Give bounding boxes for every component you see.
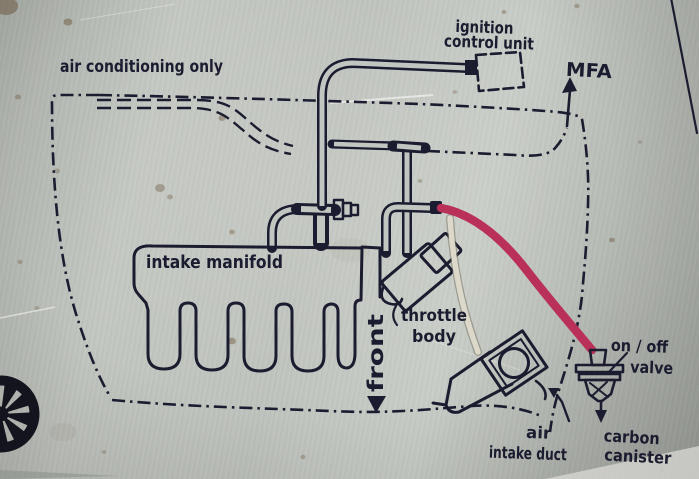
plate-bottom-edge-highlight — [545, 446, 699, 479]
plate-bottom-left-shadow — [0, 470, 120, 479]
intake-manifold-outline — [132, 244, 364, 373]
sensor-nut — [332, 198, 360, 221]
throttle-pointer — [392, 304, 399, 327]
icu-label-line1: ignition — [455, 17, 514, 38]
mfa-up-arrow — [562, 77, 577, 93]
valve-pointer-line — [606, 351, 629, 375]
ac-only-label: air conditioning only — [60, 57, 223, 76]
icu-hose — [317, 58, 472, 211]
wheel-icon — [0, 375, 40, 453]
throttle-label-line2: body — [412, 327, 456, 346]
canister-label-line2: canister — [604, 445, 673, 468]
valve-label-line1: on / off — [611, 336, 669, 357]
air-intake-duct-outline — [431, 329, 549, 414]
air-duct-label-line1: air — [526, 423, 553, 443]
canister-label-line1: carbon — [603, 426, 660, 448]
duct-circle — [498, 347, 530, 379]
ac-hose-dashed — [97, 98, 294, 156]
canister-down-arrow — [595, 399, 607, 423]
icu-label-line2: control unit — [444, 31, 535, 53]
valve-flange-top — [574, 363, 625, 374]
ignition-control-unit-box — [474, 50, 526, 93]
valve-label-line2: valve — [630, 357, 674, 377]
air-duct-label-line2: intake duct — [489, 443, 568, 465]
onoff-valve — [574, 348, 625, 403]
duct-left-arrow — [548, 388, 571, 423]
duct-funnel — [431, 350, 547, 414]
mfa-line — [426, 77, 577, 157]
front-down-arrow — [367, 396, 386, 413]
drain-hose-white — [447, 215, 481, 355]
throttle-label-line1: throttle — [401, 306, 467, 325]
front-label: front — [364, 314, 388, 392]
purge-hose-pink — [436, 203, 597, 355]
mfa-label: MFA — [565, 59, 612, 83]
intake-manifold-label: intake manifold — [146, 253, 283, 273]
throttle-bracket — [380, 284, 404, 306]
manifold-flange — [360, 245, 382, 299]
icu-connector — [465, 60, 477, 75]
plate-stains — [0, 0, 665, 472]
plate-edge-line — [670, 0, 699, 135]
